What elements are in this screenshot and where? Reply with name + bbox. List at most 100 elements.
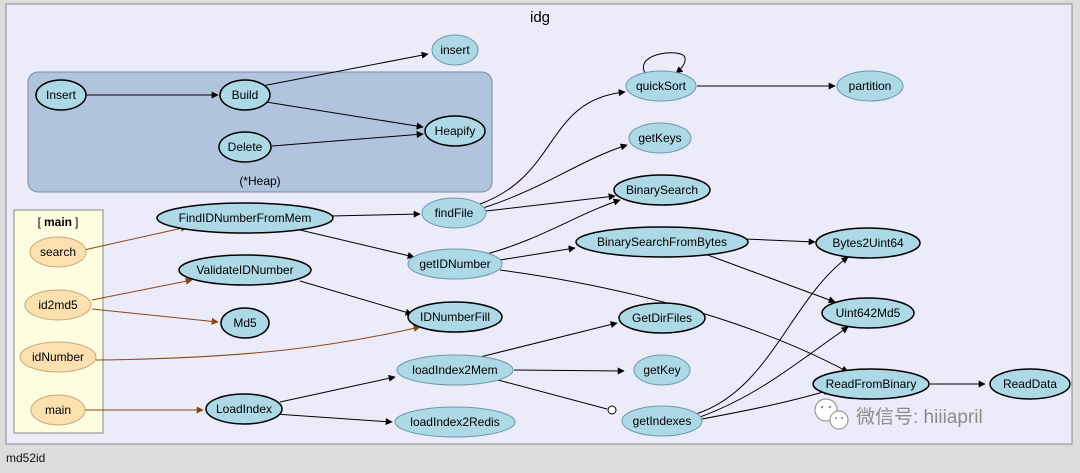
wechat-icon (814, 398, 849, 430)
node-label: Build (232, 88, 259, 102)
node-label: Uint642Md5 (836, 306, 901, 320)
node-idnumberfill[interactable]: IDNumberFill (407, 301, 503, 333)
node-getkey[interactable]: getKey (633, 354, 691, 386)
node-build[interactable]: Build (219, 79, 271, 111)
node-label: BinarySearchFromBytes (597, 235, 727, 249)
edge-quicksort-self (642, 52, 686, 74)
edges (83, 51, 986, 426)
node-bytes2uint64[interactable]: Bytes2Uint64 (815, 227, 921, 259)
node-findfile[interactable]: findFile (421, 197, 487, 229)
node-insert[interactable]: insert (431, 34, 479, 66)
node-loadindex[interactable]: LoadIndex (205, 393, 283, 425)
edge-delete-heapify (271, 131, 424, 147)
node-insert-method[interactable]: Insert (35, 79, 87, 111)
node-quicksort[interactable]: quickSort (625, 70, 697, 102)
node-label: BinarySearch (626, 183, 698, 197)
node-label: partition (849, 79, 892, 93)
nodes: Insert Build Heapify Delete insert quick… (19, 34, 1071, 438)
node-md5[interactable]: Md5 (220, 307, 270, 339)
heap-cluster-box (27, 71, 493, 193)
edge-build-heapify (265, 101, 424, 130)
node-label: Delete (228, 140, 263, 154)
node-label: LoadIndex (216, 402, 272, 416)
edge-build-insert (261, 51, 429, 87)
node-label: id2md5 (38, 298, 78, 312)
edge-id2md5-validateidnumber (91, 277, 193, 301)
heap-cluster: (*Heap) (27, 71, 493, 193)
node-label: getKey (643, 363, 680, 377)
edge-findfile-binarysearch (485, 193, 616, 212)
node-search[interactable]: search (29, 236, 87, 268)
node-getdirfiles[interactable]: GetDirFiles (618, 302, 706, 334)
node-label: FindIDNumberFromMem (179, 211, 312, 225)
edge-getindexes-readfrombinary (701, 388, 831, 420)
edge-loadindex2mem-getindexes-odot (607, 405, 617, 415)
node-loadindex2redis[interactable]: loadIndex2Redis (394, 406, 516, 438)
edge-loadindex2mem-getindexes (497, 379, 608, 410)
edge-getidnumber-binarysearchfrombytes (499, 245, 576, 261)
node-label: Heapify (435, 124, 476, 138)
edge-loadindex2mem-getdirfiles (471, 321, 618, 360)
node-label: loadIndex2Redis (410, 415, 499, 429)
node-label: idNumber (32, 350, 84, 364)
node-label: ReadFromBinary (826, 377, 917, 391)
node-getidnumber[interactable]: getIDNumber (407, 248, 503, 280)
node-getindexes[interactable]: getIndexes (621, 405, 703, 437)
node-label: ValidateIDNumber (196, 263, 293, 277)
edge-binarysearchfrombytes-bytes2uint64 (744, 238, 816, 246)
edge-idnumber-idnumberfill (95, 324, 421, 361)
node-delete[interactable]: Delete (218, 131, 272, 163)
node-idnumber[interactable]: idNumber (19, 341, 97, 373)
node-label: Insert (46, 88, 77, 102)
node-label: Bytes2Uint64 (832, 236, 904, 250)
node-label: search (40, 245, 76, 259)
edge-findidnumberfrommem-getidnumber (299, 229, 415, 259)
main-cluster-title: [main] (38, 215, 79, 229)
node-getkeys[interactable]: getKeys (628, 122, 692, 154)
node-label: getIDNumber (419, 257, 490, 271)
edge-getindexes-uint642md5 (699, 326, 849, 418)
graph-title: idg (530, 9, 550, 26)
node-label: IDNumberFill (420, 310, 490, 324)
node-label: loadIndex2Mem (412, 363, 497, 377)
edge-loadindex-loadindex2redis (274, 413, 393, 426)
node-label: getKeys (638, 131, 681, 145)
node-label: findFile (435, 206, 474, 220)
edge-getidnumber-binarysearch (482, 198, 621, 256)
watermark-text: 微信号: hiiiapril (856, 406, 983, 428)
node-main[interactable]: main (30, 394, 86, 426)
node-label: GetDirFiles (632, 311, 692, 325)
edge-id2md5-md5 (91, 308, 219, 325)
edge-binarysearchfrombytes-uint642md5 (704, 253, 836, 304)
node-label: insert (440, 43, 470, 57)
heap-cluster-label: (*Heap) (239, 174, 280, 188)
node-readfrombinary[interactable]: ReadFromBinary (812, 368, 930, 400)
edge-validateidnumber-idnumberfill (299, 280, 413, 316)
node-loadindex2mem[interactable]: loadIndex2Mem (396, 354, 514, 386)
edge-findidnumberfrommem-findfile (329, 210, 421, 218)
node-label: quickSort (636, 79, 687, 93)
edge-getindexes-bytes2uint64 (695, 256, 849, 415)
status-bar-text: md52id (6, 451, 46, 465)
node-binarysearchfrombytes[interactable]: BinarySearchFromBytes (575, 226, 749, 258)
edge-search-findidnumberfrommem (83, 224, 188, 251)
node-partition[interactable]: partition (836, 70, 904, 102)
main-cluster-label: main (44, 215, 72, 229)
node-label: main (45, 403, 71, 417)
edge-loadindex2mem-getkey (513, 367, 625, 375)
node-uint642md5[interactable]: Uint642Md5 (821, 297, 915, 329)
node-id2md5[interactable]: id2md5 (24, 289, 92, 321)
edge-loadindex-loadindex2mem (279, 374, 396, 403)
watermark: 微信号: hiiiapril (814, 398, 983, 430)
node-label: Md5 (233, 316, 257, 330)
node-validateidnumber[interactable]: ValidateIDNumber (178, 254, 312, 286)
node-heapify[interactable]: Heapify (424, 115, 486, 147)
node-label: getIndexes (633, 414, 692, 428)
node-readdata[interactable]: ReadData (989, 368, 1071, 400)
node-binarysearch[interactable]: BinarySearch (613, 174, 711, 206)
edge-findfile-getkeys (482, 143, 628, 209)
edge-findfile-quicksort (479, 89, 626, 205)
node-findidnumberfrommem[interactable]: FindIDNumberFromMem (156, 202, 334, 234)
